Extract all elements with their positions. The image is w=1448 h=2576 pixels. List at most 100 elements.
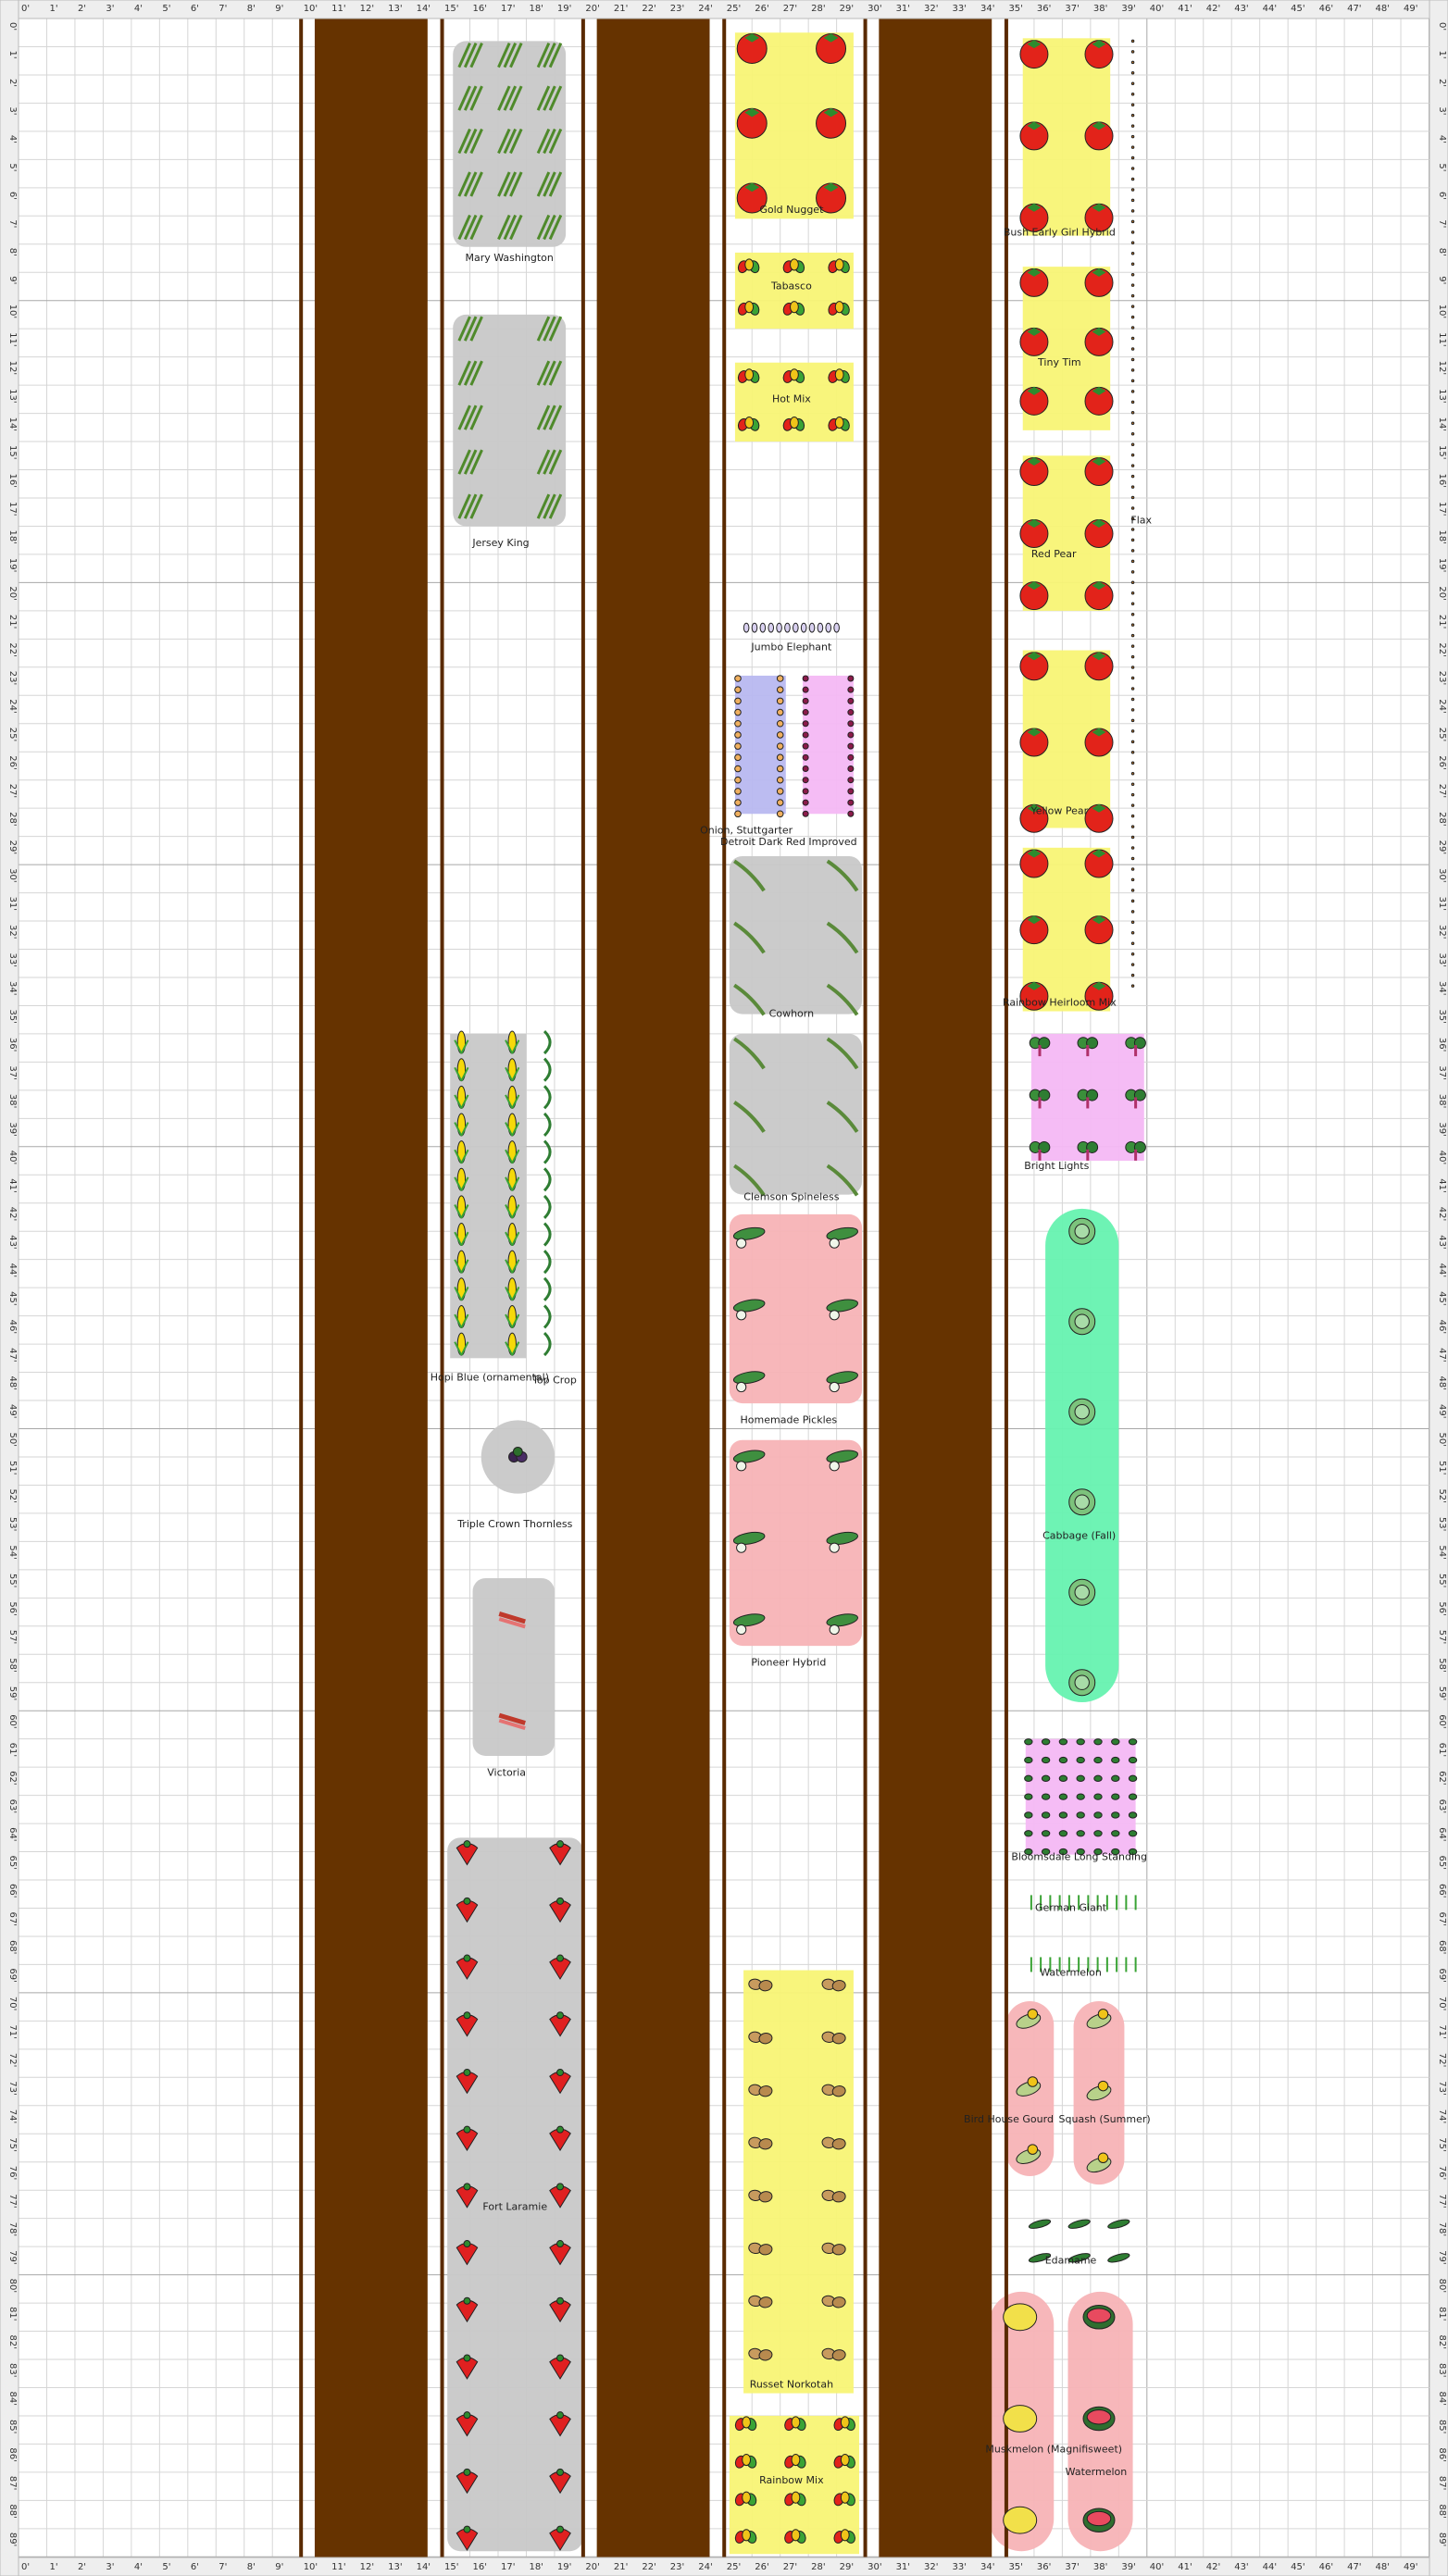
path-edge <box>1004 19 1008 2559</box>
spinach-icon <box>1128 1830 1138 1837</box>
flax-icon <box>1130 495 1135 500</box>
icon-part <box>776 622 782 633</box>
rhubarb-icon <box>498 1712 526 1731</box>
ruler-label-y: 16' <box>7 474 18 488</box>
ruler-label-y: 38' <box>1437 1094 1447 1108</box>
spinach-icon <box>1128 1848 1138 1856</box>
icon-part <box>548 171 563 197</box>
icon-part <box>505 1259 520 1274</box>
icon-part <box>1038 1089 1051 1101</box>
ruler-label-y: 68' <box>1437 1940 1447 1954</box>
icon-part <box>548 449 563 475</box>
ruler-label-x: 17' <box>501 2562 515 2572</box>
asparagus-icon <box>497 42 523 68</box>
ruler-label-y: 67' <box>7 1911 18 1925</box>
melon-icon <box>1003 2303 1038 2332</box>
potato-icon <box>748 1978 773 1992</box>
plant-label: Rainbow Mix <box>759 2474 824 2486</box>
ruler-label-y: 24' <box>7 699 18 713</box>
cucumber-icon <box>826 1531 858 1553</box>
plant-label: Victoria <box>487 1766 526 1778</box>
icon-part <box>463 42 478 68</box>
icon-part <box>469 493 483 519</box>
icon-part <box>732 1450 766 1463</box>
ruler-label-x: 18' <box>529 4 543 14</box>
spinach-icon <box>1076 1811 1085 1819</box>
onion-icon <box>734 799 742 806</box>
okra-icon <box>826 1164 859 1197</box>
flax-icon <box>1130 633 1135 638</box>
ruler-label-y: 53' <box>1437 1517 1447 1531</box>
path-edge <box>863 19 868 2559</box>
garlic-icon <box>751 622 758 633</box>
ruler-label-y: 63' <box>1437 1799 1447 1813</box>
ruler-label-y: 37' <box>7 1065 18 1079</box>
potato-icon <box>821 2347 846 2361</box>
tomato-icon <box>1019 203 1049 232</box>
flax-icon <box>1130 421 1135 426</box>
icon-part <box>1111 1738 1120 1746</box>
icon-part <box>456 1304 467 1328</box>
flax-icon <box>1130 602 1135 605</box>
melon-icon <box>1003 2506 1038 2534</box>
icon-part <box>1130 697 1135 702</box>
plant-label: German Giant <box>1035 1902 1107 1914</box>
icon-part <box>1130 570 1135 574</box>
icon-part <box>736 1542 747 1553</box>
icon-part <box>1111 1793 1120 1800</box>
ruler-label-y: 83' <box>1437 2363 1447 2377</box>
ruler-label-y: 50' <box>7 1433 18 1447</box>
ruler-label-x: 3' <box>106 4 114 14</box>
icon-part <box>742 2529 752 2542</box>
spinach-icon <box>1128 1774 1138 1782</box>
icon-part <box>1092 121 1106 131</box>
pepper-icon <box>737 301 760 316</box>
ruler-label-y: 78' <box>1437 2222 1447 2236</box>
ruler-label-y: 25' <box>7 728 18 741</box>
ruler-label-x: 30' <box>868 4 881 14</box>
ruler-label-y: 79' <box>1437 2250 1447 2264</box>
ruler-label-y: 34' <box>1437 981 1447 995</box>
ruler-label-y: 6' <box>7 192 18 200</box>
icon-part <box>1130 198 1135 203</box>
flax-icon <box>1130 474 1135 479</box>
icon-part <box>1130 666 1135 669</box>
icon-part <box>1086 2308 1112 2323</box>
planting-area-strawberry <box>447 1837 583 2552</box>
icon-part <box>543 85 556 111</box>
icon-part <box>456 1195 467 1219</box>
plant-label: Watermelon <box>1066 2466 1128 2478</box>
icon-part <box>734 810 742 818</box>
ruler-label-y: 42' <box>7 1207 18 1221</box>
spinach-icon <box>1093 1756 1103 1764</box>
icon-part <box>847 675 855 682</box>
flax-icon <box>1130 60 1135 65</box>
spinach-icon <box>1024 1793 1033 1800</box>
icon-part <box>543 449 556 475</box>
icon-part <box>556 2240 565 2248</box>
icon-part <box>507 1058 517 1082</box>
icon-part <box>1092 457 1106 467</box>
spinach-icon <box>1111 1774 1120 1782</box>
icon-part <box>791 2529 801 2542</box>
ruler-label-x: 49' <box>1404 2562 1417 2572</box>
icon-part <box>1067 2219 1091 2229</box>
icon-part <box>1027 803 1042 813</box>
ruler-label-x: 41' <box>1178 2562 1192 2572</box>
flax-icon <box>1130 39 1135 44</box>
ruler-label-x: 48' <box>1376 2562 1390 2572</box>
asparagus-icon <box>536 360 563 386</box>
chard-icon <box>1029 1037 1051 1057</box>
icon-part <box>1058 1793 1068 1800</box>
pepper-icon <box>833 2453 855 2469</box>
icon-part <box>733 1101 766 1133</box>
ruler-label-y: 88' <box>7 2504 18 2518</box>
ruler-label-y: 19' <box>1437 558 1447 572</box>
ruler-label-y: 14' <box>1437 417 1447 431</box>
ruler-label-x: 25' <box>727 2562 741 2572</box>
icon-part <box>507 1167 517 1191</box>
icon-part <box>498 1712 526 1725</box>
icon-part <box>1027 121 1042 131</box>
icon-part <box>831 2191 846 2203</box>
beet-icon <box>847 697 855 704</box>
